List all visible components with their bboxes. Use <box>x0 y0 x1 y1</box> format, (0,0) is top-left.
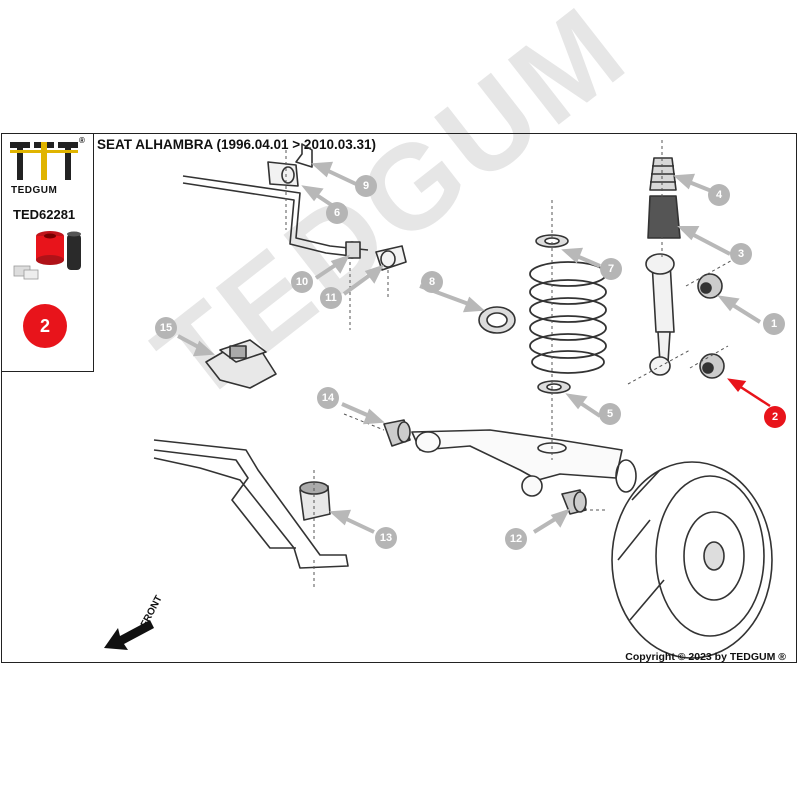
stabilizer-clamp-part-9 <box>295 143 313 168</box>
stabilizer-bar <box>182 175 369 258</box>
subframe <box>153 439 349 569</box>
callout-15: 15 <box>155 317 177 339</box>
leader-lines <box>285 140 737 590</box>
brand-name: TEDGUM <box>11 185 58 196</box>
callout-8: 8 <box>421 271 443 293</box>
callout-7: 7 <box>600 258 622 280</box>
silent-block-part-2 <box>699 353 725 379</box>
part-info-panel <box>1 133 94 372</box>
shock-absorber <box>645 253 675 376</box>
callout-10: 10 <box>291 271 313 293</box>
callout-1: 1 <box>763 313 785 335</box>
bearing-part-8 <box>478 306 516 334</box>
control-arm <box>411 429 623 497</box>
registered-mark: ® <box>79 136 85 145</box>
bush-part-13 <box>299 481 331 521</box>
bump-stop-part-4 <box>649 157 677 191</box>
callout-9: 9 <box>355 175 377 197</box>
callout-4: 4 <box>708 184 730 206</box>
callout-12: 12 <box>505 528 527 550</box>
wheel <box>611 459 773 659</box>
product-thumbnail-icon <box>13 231 81 280</box>
bush-part-12 <box>561 489 587 515</box>
stabilizer-bush-part-6 <box>267 161 299 187</box>
panel-badge: 2 <box>23 304 67 348</box>
part-number: TED62281 <box>13 207 76 222</box>
active-callout-arrow <box>727 378 771 408</box>
callout-5: 5 <box>599 403 621 425</box>
silent-block-part-1 <box>697 273 723 299</box>
diagram-frame <box>1 133 797 663</box>
callout-13: 13 <box>375 527 397 549</box>
bracket-part-11 <box>375 245 407 271</box>
callout-6: 6 <box>326 202 348 224</box>
bush-part-10 <box>345 241 361 259</box>
mount-part-15 <box>205 339 277 389</box>
coil-spring <box>529 261 607 374</box>
spring-pad-part-7 <box>535 234 569 248</box>
callout-11: 11 <box>320 287 342 309</box>
tedgum-logo-icon <box>10 142 78 180</box>
callout-2: 2 <box>764 406 786 428</box>
page-title: SEAT ALHAMBRA (1996.04.01 > 2010.03.31) <box>97 137 376 152</box>
callout-3: 3 <box>730 243 752 265</box>
front-arrow-icon <box>104 620 154 650</box>
spring-pad-part-5 <box>537 380 571 394</box>
bush-part-14 <box>383 419 411 447</box>
callout-14: 14 <box>317 387 339 409</box>
copyright-notice: Copyright © 2023 by TEDGUM ® <box>625 651 786 663</box>
dust-boot-part-3 <box>647 195 681 239</box>
